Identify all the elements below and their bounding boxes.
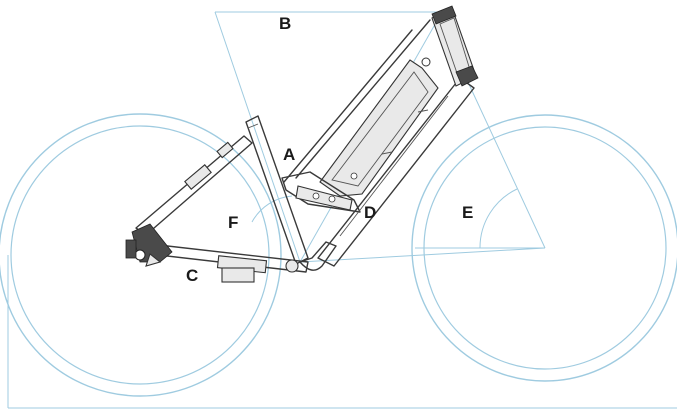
front-center-line xyxy=(299,247,546,263)
label-f: F xyxy=(228,213,239,232)
seat-angle-line xyxy=(214,11,301,263)
head-tube xyxy=(431,5,479,87)
rear-wheel xyxy=(0,113,282,397)
seat-angle-arc xyxy=(251,195,293,223)
battery-pack xyxy=(319,57,439,197)
top-tube xyxy=(281,171,361,213)
geometry-guides xyxy=(7,11,677,409)
seat-tube xyxy=(245,115,309,265)
down-tube xyxy=(317,77,475,267)
label-a: A xyxy=(283,145,296,164)
bottom-bracket xyxy=(299,241,337,271)
head-angle-arc xyxy=(479,188,518,249)
bike-frame xyxy=(125,5,479,283)
label-e: E xyxy=(462,203,474,222)
label-d: D xyxy=(364,203,377,222)
label-c: C xyxy=(186,266,199,285)
rear-dropout xyxy=(125,223,173,267)
head-angle-line xyxy=(466,79,546,249)
label-b: B xyxy=(279,14,292,33)
